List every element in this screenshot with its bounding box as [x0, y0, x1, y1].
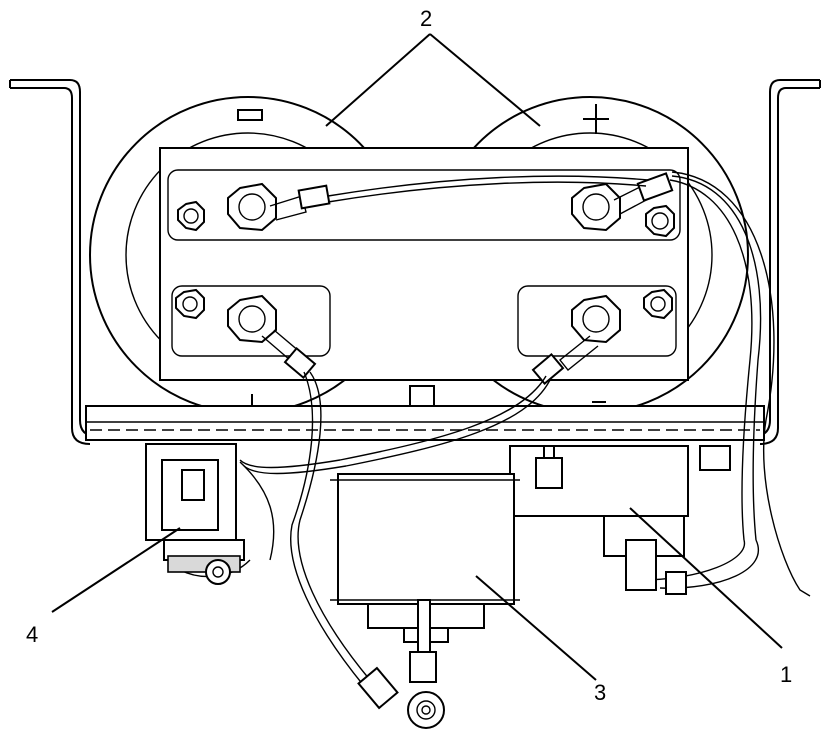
- inductor-coil: [330, 473, 520, 683]
- ring-lug-bottom-left: [261, 329, 317, 380]
- hex-nut-bottom-left: [175, 288, 205, 320]
- leader-lines: [51, 33, 783, 681]
- callout-2: 2: [420, 6, 432, 31]
- hex-nut-top-left: [177, 200, 205, 232]
- callout-3: 3: [594, 680, 606, 705]
- callout-1: 1: [780, 662, 792, 687]
- hex-nut-top-right: [645, 204, 675, 238]
- wiring-harness: [179, 171, 811, 687]
- negative-polarity-mark: [237, 109, 263, 121]
- hex-nut-bottom-right: [643, 288, 673, 320]
- mounting-bracket-assembly: [509, 445, 731, 595]
- bolt-negative-top: [227, 182, 277, 232]
- bolt-negative-bottom: [227, 294, 277, 344]
- relay-bracket: [145, 443, 245, 585]
- callout-4: 4: [26, 622, 38, 647]
- base-plate: [85, 385, 765, 441]
- ring-lug-top-right: [613, 172, 674, 215]
- bolt-positive-top: [571, 182, 621, 232]
- ring-lug-bottom-right: [531, 335, 599, 386]
- positive-polarity-mark: [583, 104, 609, 134]
- bolt-positive-bottom: [571, 294, 621, 344]
- ring-terminal-bottom: [357, 666, 445, 729]
- ring-lug-top-left: [269, 184, 331, 221]
